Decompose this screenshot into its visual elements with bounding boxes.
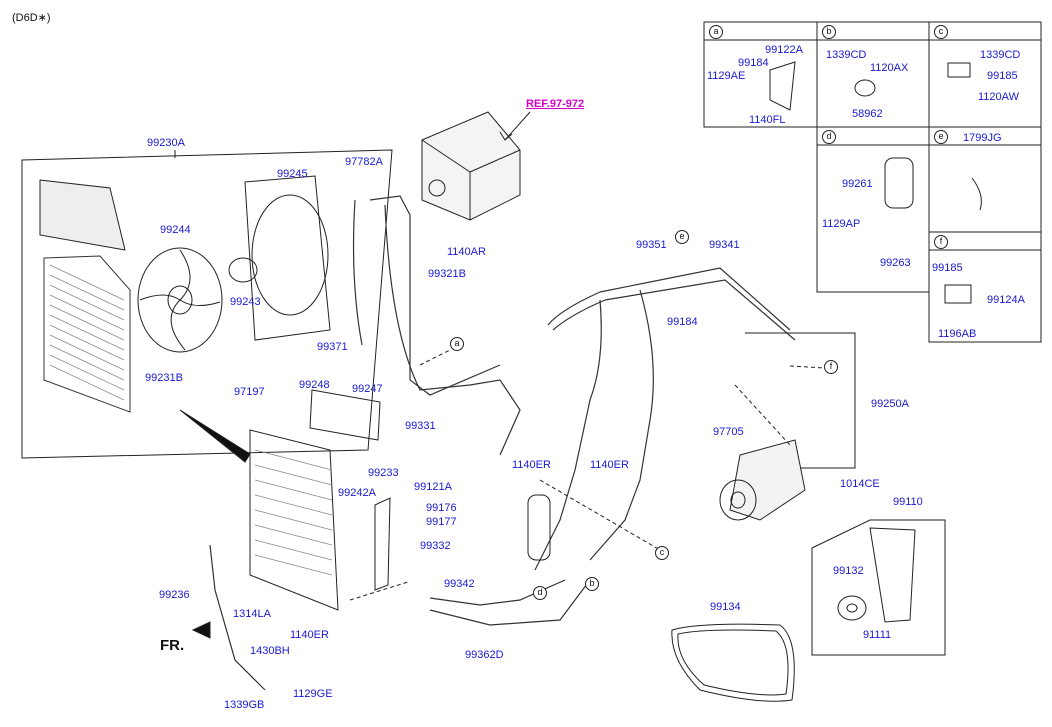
inset-b-clamp-shape	[854, 79, 876, 97]
part-label[interactable]: 1140FL	[749, 114, 786, 126]
part-label[interactable]: 1129AP	[822, 218, 861, 230]
part-label[interactable]: 1339CD	[980, 49, 1021, 61]
front-label: FR.	[160, 637, 185, 654]
fan-motor	[228, 257, 258, 283]
condenser-seal	[309, 389, 381, 441]
part-label[interactable]: 99331	[405, 420, 436, 432]
bracket-box-outline	[811, 519, 946, 656]
inset-d-drier-shape	[884, 157, 914, 209]
part-label[interactable]: 1129AE	[707, 70, 746, 82]
part-label[interactable]: 1430BH	[250, 645, 290, 657]
part-label[interactable]: 99371	[317, 341, 348, 353]
part-label[interactable]: 99236	[159, 589, 190, 601]
fan-shroud	[244, 175, 331, 341]
part-label[interactable]: 99263	[880, 257, 911, 269]
part-label[interactable]: 99243	[230, 296, 261, 308]
part-label[interactable]: 1339CD	[826, 49, 867, 61]
part-label[interactable]: 1140AR	[447, 246, 486, 258]
part-label[interactable]: 99245	[277, 168, 308, 180]
inset-f-bracket-shape	[944, 284, 972, 304]
part-label[interactable]: 58962	[852, 108, 883, 120]
part-label[interactable]: 99351	[636, 239, 667, 251]
part-label[interactable]: 99342	[444, 578, 475, 590]
part-label[interactable]: 1339GB	[224, 699, 265, 711]
part-label[interactable]: 99184	[667, 316, 698, 328]
part-label[interactable]: 99121A	[414, 481, 452, 493]
part-label[interactable]: 1196AB	[938, 328, 977, 340]
variant-code: (D6D∗)	[12, 12, 51, 24]
inset-grid-frame	[703, 21, 1042, 343]
part-label[interactable]: 99122A	[765, 44, 803, 56]
drive-belt	[671, 623, 795, 702]
part-label[interactable]: 99248	[299, 379, 330, 391]
part-label[interactable]: 99132	[833, 565, 864, 577]
callout-a-hose: a	[450, 337, 464, 351]
part-label[interactable]: 99247	[352, 383, 383, 395]
ref-link[interactable]: REF.97-972	[526, 98, 585, 110]
part-label[interactable]: 99231B	[145, 372, 183, 384]
part-label[interactable]: 1120AX	[870, 62, 909, 74]
part-label[interactable]: 99244	[160, 224, 191, 236]
part-label[interactable]: 1140ER	[590, 459, 629, 471]
evaporator-unit	[421, 111, 521, 221]
callout-e-hose: e	[675, 230, 689, 244]
leader-99250A	[745, 332, 856, 469]
ac-hoses	[209, 195, 796, 691]
part-label[interactable]: 99362D	[465, 649, 504, 661]
callout-a: a	[709, 25, 723, 39]
part-label[interactable]: 1140ER	[290, 629, 329, 641]
part-label[interactable]: 1014CE	[840, 478, 880, 490]
condenser-core	[249, 429, 339, 611]
fan-blade	[137, 247, 223, 353]
callout-c: c	[934, 25, 948, 39]
callout-b: b	[822, 25, 836, 39]
part-label[interactable]: 99177	[426, 516, 457, 528]
inset-a-bracket-shape	[769, 61, 796, 111]
part-label[interactable]: 99341	[709, 239, 740, 251]
part-label[interactable]: 99185	[932, 262, 963, 274]
callout-b-hose: b	[585, 577, 599, 591]
radiator-core	[43, 255, 131, 413]
callout-d: d	[822, 130, 836, 144]
part-label[interactable]: 99250A	[871, 398, 909, 410]
shroud-plate	[39, 179, 126, 251]
part-label[interactable]: 99124A	[987, 294, 1025, 306]
part-label[interactable]: 97705	[713, 426, 744, 438]
front-arrow-icon	[191, 621, 211, 639]
part-label[interactable]: 99230A	[147, 137, 185, 149]
callout-e: e	[934, 130, 948, 144]
inset-e-clip-shape	[971, 177, 982, 211]
part-label[interactable]: 99233	[368, 467, 399, 479]
idler-pulley	[837, 595, 867, 621]
condenser-bracket	[374, 497, 391, 591]
callout-d-drier: d	[533, 586, 547, 600]
part-label[interactable]: 1140ER	[512, 459, 551, 471]
callout-f: f	[934, 235, 948, 249]
part-label[interactable]: 1314LA	[233, 608, 271, 620]
part-label[interactable]: 99261	[842, 178, 873, 190]
part-label[interactable]: 99134	[710, 601, 741, 613]
part-label[interactable]: 97782A	[345, 156, 383, 168]
part-label[interactable]: 99176	[426, 502, 457, 514]
compressor	[719, 439, 806, 521]
radiator-fan-box-outline	[21, 149, 393, 459]
callout-f-compressor: f	[824, 360, 838, 374]
part-label[interactable]: 99321B	[428, 268, 466, 280]
callout-c-hose: c	[655, 546, 669, 560]
part-label[interactable]: 91111	[863, 629, 892, 641]
compressor-bracket	[869, 527, 916, 623]
part-label[interactable]: 1799JG	[963, 132, 1002, 144]
part-label[interactable]: 99332	[420, 540, 451, 552]
part-label[interactable]: 1129GE	[293, 688, 333, 700]
arrow-wedge	[179, 409, 251, 463]
part-label[interactable]: 99184	[738, 57, 769, 69]
part-label[interactable]: 99185	[987, 70, 1018, 82]
part-label[interactable]: 97197	[234, 386, 265, 398]
receiver-drier	[527, 494, 551, 561]
part-label[interactable]: 99242A	[338, 487, 376, 499]
inset-c-block-shape	[947, 62, 971, 78]
part-label[interactable]: 99110	[893, 496, 923, 508]
part-label[interactable]: 1120AW	[978, 91, 1019, 103]
